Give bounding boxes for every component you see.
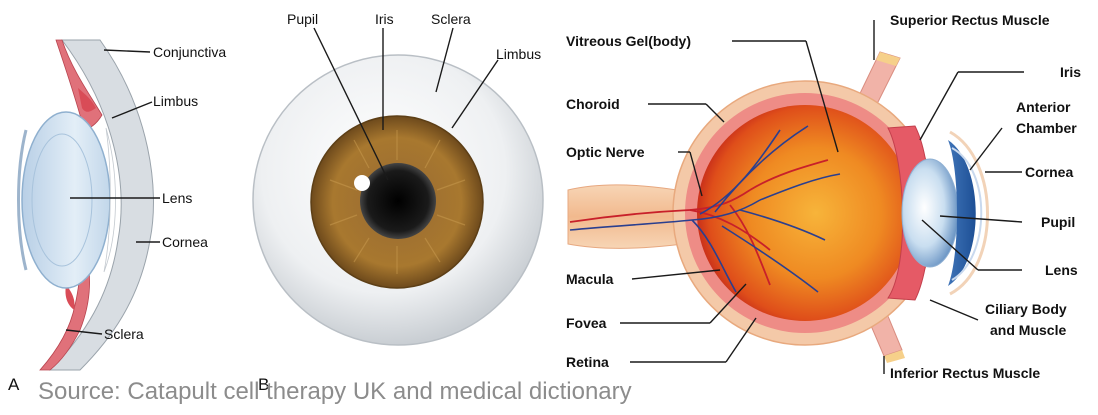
panel-a-letter: A bbox=[8, 375, 20, 394]
label-c-superior-rectus: Superior Rectus Muscle bbox=[890, 12, 1050, 28]
label-b-limbus: Limbus bbox=[496, 46, 541, 62]
label-c-optic-nerve: Optic Nerve bbox=[566, 144, 645, 160]
label-c-anterior-line2: Chamber bbox=[1016, 120, 1077, 136]
label-c-ciliary-line1: Ciliary Body bbox=[985, 301, 1067, 317]
label-c-macula: Macula bbox=[566, 271, 614, 287]
source-caption: Source: Catapult cell therapy UK and med… bbox=[38, 378, 632, 406]
panel-a-cross-section bbox=[19, 40, 161, 370]
label-c-pupil: Pupil bbox=[1041, 214, 1075, 230]
label-c-retina: Retina bbox=[566, 354, 609, 370]
label-c-ciliary-line2: and Muscle bbox=[990, 322, 1066, 338]
label-a-cornea: Cornea bbox=[162, 234, 208, 250]
label-a-conjunctiva: Conjunctiva bbox=[153, 44, 226, 60]
label-c-choroid: Choroid bbox=[566, 96, 620, 112]
label-a-sclera: Sclera bbox=[104, 326, 144, 342]
label-c-cornea: Cornea bbox=[1025, 164, 1073, 180]
label-c-anterior-line1: Anterior bbox=[1016, 99, 1071, 115]
label-a-limbus: Limbus bbox=[153, 93, 198, 109]
label-c-vitreous: Vitreous Gel(body) bbox=[566, 33, 691, 49]
label-c-lens: Lens bbox=[1045, 262, 1078, 278]
panel-c-side-section bbox=[568, 20, 1024, 374]
label-b-iris: Iris bbox=[375, 11, 394, 27]
label-b-sclera: Sclera bbox=[431, 11, 471, 27]
label-c-iris: Iris bbox=[1060, 64, 1081, 80]
label-a-lens: Lens bbox=[162, 190, 192, 206]
label-b-pupil: Pupil bbox=[287, 11, 318, 27]
label-c-fovea: Fovea bbox=[566, 315, 607, 331]
panel-b-front-eye bbox=[253, 28, 543, 345]
label-c-inferior-rectus: Inferior Rectus Muscle bbox=[890, 365, 1040, 381]
